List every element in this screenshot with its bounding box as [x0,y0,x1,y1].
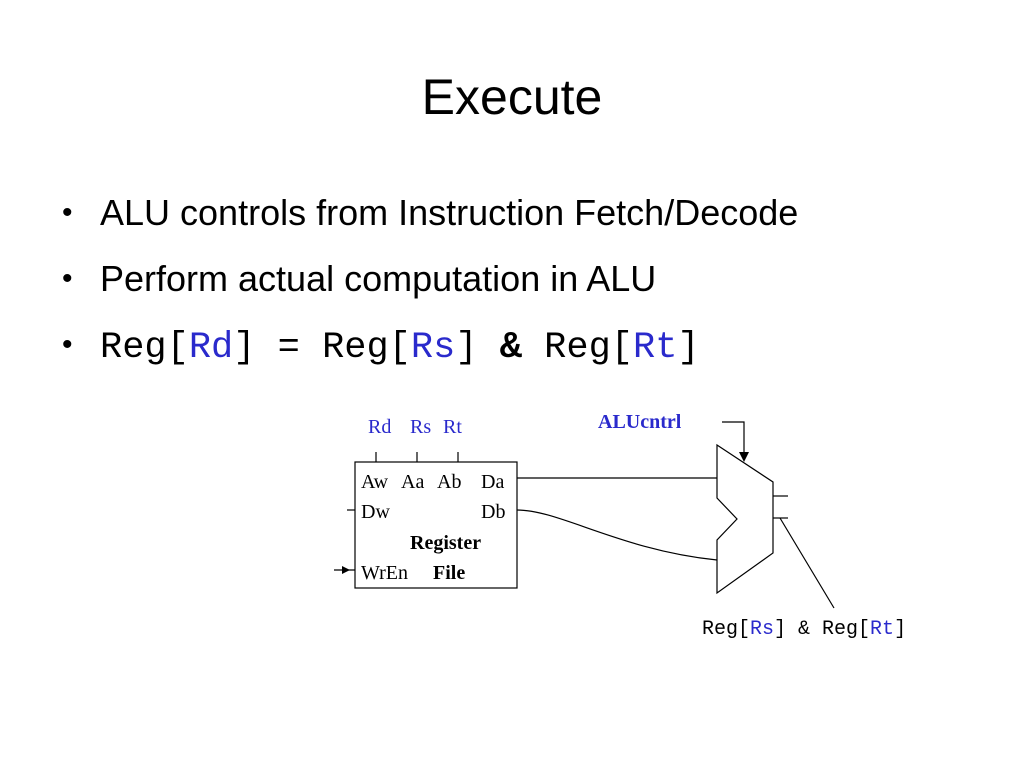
formula: Reg[Rd] = Reg[Rs] & Reg[Rt] [100,327,700,369]
register-file-box [354,461,518,589]
result-part: ] & Reg[ [774,618,870,641]
result-rs: Rs [750,618,774,641]
port-db: Db [481,501,505,523]
alu-control-label: ALUcntrl [598,411,682,433]
result-rt: Rt [870,618,894,641]
alu-shape [716,443,774,595]
bullet-item: • Perform actual computation in ALU [62,254,798,320]
alu-control-arrow-icon [739,452,749,462]
slide-title: Execute [421,69,603,125]
formula-part: Reg[ [100,327,189,369]
bullet-text: Perform actual computation in ALU [100,258,657,299]
port-aw: Aw [361,471,389,493]
input-label-rt: Rt [443,416,462,438]
input-label-rd: Rd [368,416,391,438]
port-ab: Ab [437,471,461,493]
formula-part: Reg[ [521,327,633,369]
bullet-dot-icon: • [62,328,73,361]
bullet-dot-icon: • [62,196,73,229]
bullet-text: ALU controls from Instruction Fetch/Deco… [100,192,799,233]
formula-rd: Rd [188,327,234,369]
register-file-label: Register [410,532,481,554]
bullet-item: • ALU controls from Instruction Fetch/De… [62,188,798,254]
input-label-rs: Rs [410,416,431,438]
formula-part: ] [455,327,500,369]
formula-rs: Rs [410,327,456,369]
formula-part: ] [677,327,700,369]
result-part: Reg[ [702,618,750,641]
bullet-item-formula: • Reg[Rd] = Reg[Rs] & Reg[Rt] [62,320,798,386]
formula-part: ] = Reg[ [233,327,411,369]
bullet-list: • ALU controls from Instruction Fetch/De… [62,188,798,386]
register-file-label-file: File [433,562,465,584]
port-wren: WrEn [361,562,408,584]
result-part: ] [894,618,906,641]
port-dw: Dw [361,501,390,523]
alu-control-wire [722,421,745,456]
port-da: Da [481,471,504,493]
wren-arrow-icon [342,566,350,574]
formula-rt: Rt [632,327,678,369]
port-aa: Aa [401,471,424,493]
alu-result-leader-line [779,517,835,609]
alu-result-label: Reg[Rs] & Reg[Rt] [702,618,906,641]
db-to-alu-wire [516,509,718,561]
formula-and-operator: & [499,327,522,369]
bullet-dot-icon: • [62,262,73,295]
